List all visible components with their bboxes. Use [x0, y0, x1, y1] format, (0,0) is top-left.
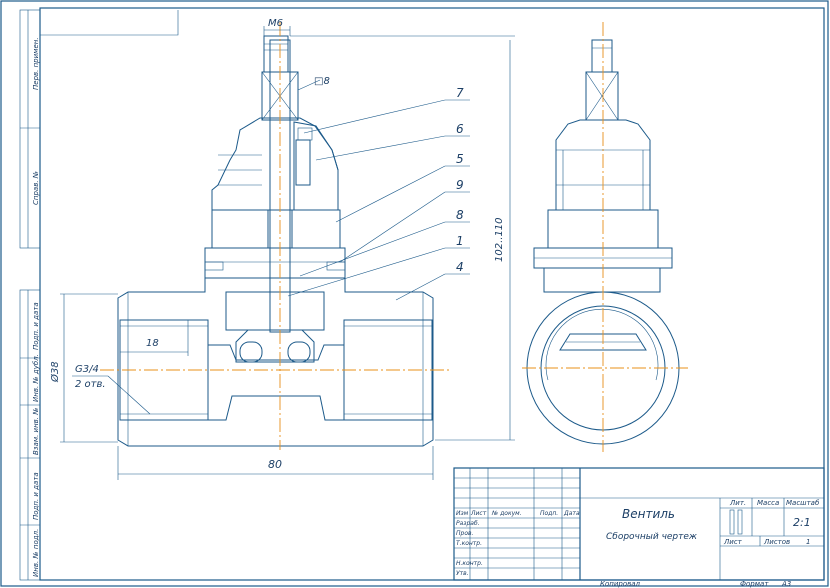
callout-6: 6: [456, 122, 464, 136]
callout-7: 7: [456, 86, 464, 100]
role-approved: Утв.: [456, 570, 469, 577]
stamp-1: Справ. №: [32, 171, 40, 205]
drawing-title: Вентиль: [622, 507, 675, 521]
col-doc: № докум.: [491, 510, 522, 517]
callout-1: 1: [456, 234, 464, 248]
mass-label: Масса: [757, 499, 779, 507]
drawing-subtitle: Сборочный чертеж: [606, 532, 698, 542]
dim-depth: 18: [146, 338, 159, 349]
side-stamp-column: Перв. примен. Справ. № Подп. и дата Инв.…: [19, 9, 41, 581]
sheets-label: Листов: [763, 538, 790, 546]
lit-label: Лит.: [729, 499, 746, 507]
col-date: Дата: [563, 510, 580, 517]
front-section-view: [100, 22, 450, 450]
format-label: Формат: [740, 580, 769, 588]
stamp-6: Инв. № подл.: [32, 529, 40, 577]
col-izm: Изм: [456, 510, 469, 517]
dim-height: 102..110: [494, 217, 505, 262]
inner-frame: [39, 7, 825, 581]
role-developer: Разраб.: [456, 520, 480, 527]
col-list: Лист: [470, 510, 487, 517]
side-view: [522, 22, 688, 452]
col-sign: Подп.: [540, 510, 558, 517]
callouts: 7 6 5 9 8 1 4: [287, 86, 470, 301]
dim-holes: 2 отв.: [75, 379, 106, 390]
dim-length: 80: [268, 458, 282, 471]
scale-label: Масштаб: [786, 499, 820, 507]
scale-value: 2:1: [793, 516, 811, 529]
callout-5: 5: [456, 152, 464, 166]
dim-pipe-thread: G3/4: [75, 364, 99, 375]
dimensions: M6 □8 102..110 80 18 Ø38 G3/4 2 отв.: [49, 18, 515, 480]
stamp-3: Инв. № дубл.: [32, 354, 40, 402]
callout-9: 9: [456, 178, 464, 192]
sheets-value: 1: [806, 538, 810, 546]
role-norm-control: Н.контр.: [456, 560, 483, 567]
stamp-5: Подп. и дата: [32, 472, 40, 520]
format-value: А3: [781, 580, 791, 588]
dim-m6: M6: [268, 18, 283, 29]
callout-8: 8: [456, 208, 464, 222]
dim-diameter: Ø38: [49, 361, 61, 383]
stamp-2: Подп. и дата: [32, 302, 40, 350]
top-left-box: [40, 10, 179, 36]
copied-label: Копировал: [600, 580, 641, 588]
sheet-label: Лист: [723, 538, 743, 546]
stamp-0: Перв. примен.: [32, 37, 40, 90]
role-checker: Пров.: [456, 530, 474, 537]
stamp-4: Взам. инв. №: [32, 407, 40, 455]
title-block: Изм Лист № докум. Подп. Дата Разраб. Про…: [453, 467, 825, 588]
role-tech-control: Т.контр.: [456, 540, 482, 547]
callout-4: 4: [456, 260, 464, 274]
dim-square: □8: [314, 76, 330, 87]
